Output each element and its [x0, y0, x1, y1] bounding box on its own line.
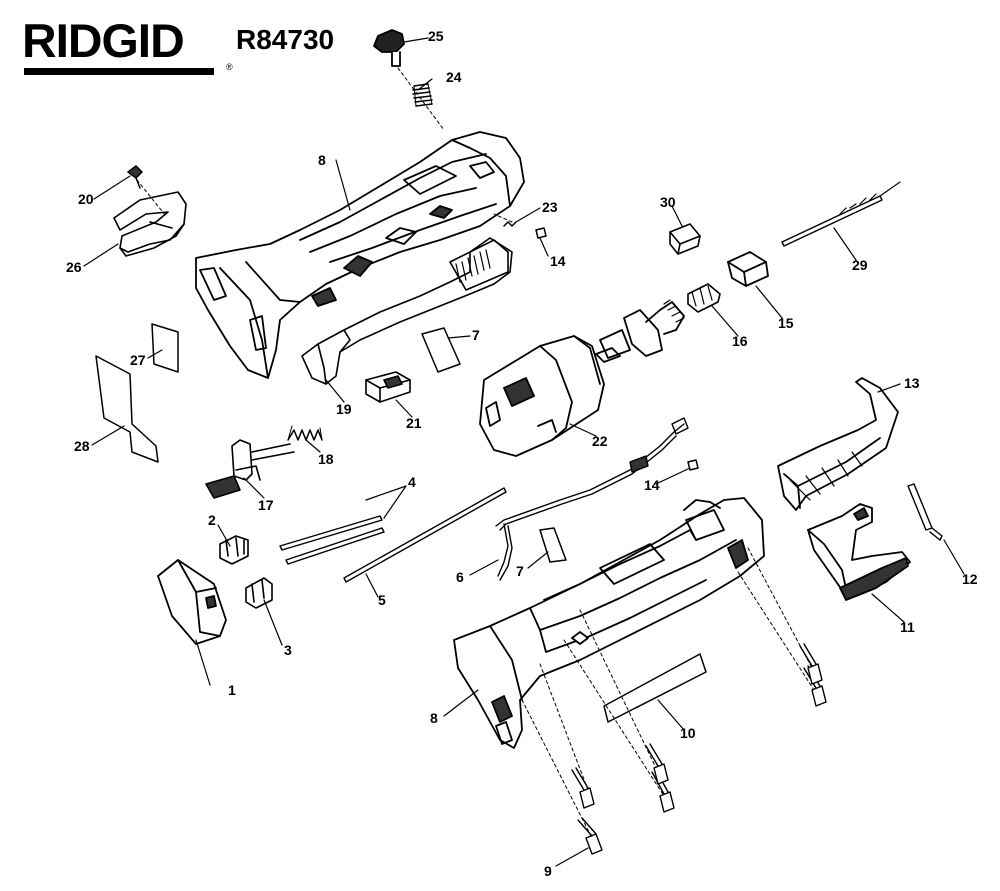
part-26-belt-clip	[113, 191, 187, 257]
part-2-terminal	[219, 535, 249, 565]
label-part-24: 24	[446, 69, 462, 85]
assembly-guide-lines	[136, 67, 815, 839]
registered-mark: ®	[226, 62, 233, 72]
part-18-spring	[287, 425, 323, 441]
label-part-22: 22	[592, 433, 608, 449]
label-part-13: 13	[904, 375, 920, 391]
label-part-17: 17	[258, 497, 274, 513]
label-part-30: 30	[660, 194, 676, 210]
part-20-screw	[127, 165, 143, 189]
label-part-15: 15	[778, 315, 794, 331]
part-25-knob	[373, 29, 405, 67]
label-part-8-lower: 8	[430, 710, 438, 726]
part-8-upper-housing	[195, 131, 525, 379]
label-part-23: 23	[542, 199, 558, 215]
brand-name: RIDGID	[22, 14, 185, 67]
part-28-label	[95, 355, 159, 463]
label-part-16: 16	[732, 333, 748, 349]
logo-underline	[24, 68, 214, 75]
part-16-collet	[687, 283, 721, 313]
part-6-wire-harness	[495, 417, 689, 581]
label-part-1: 1	[228, 682, 236, 698]
part-number-labels: 1 2 3 4 5 6 7 7 8 8 9 10 11 12 13 14 14 …	[66, 28, 978, 879]
part-30-collet-nut	[669, 223, 701, 255]
part-13-cover	[777, 377, 899, 511]
part-14-small-block-upper	[535, 227, 547, 239]
part-21-switch	[365, 371, 411, 403]
part-7-label-upper	[421, 327, 461, 373]
label-part-7-lower: 7	[516, 563, 524, 579]
part-29-bit	[781, 181, 901, 247]
label-part-11: 11	[900, 619, 915, 635]
label-part-2: 2	[208, 512, 216, 528]
label-part-14-upper: 14	[550, 253, 566, 269]
label-part-9: 9	[544, 863, 552, 879]
part-10-label	[603, 653, 707, 723]
part-12-pin	[907, 483, 943, 541]
part-15-collet-nut	[727, 251, 769, 287]
leader-lines	[83, 37, 965, 867]
label-part-26: 26	[66, 259, 82, 275]
part-4-rods	[279, 515, 385, 565]
label-part-20: 20	[78, 191, 94, 207]
label-part-21: 21	[406, 415, 422, 431]
label-part-10: 10	[680, 725, 696, 741]
label-part-6: 6	[456, 569, 464, 585]
part-27-label	[151, 323, 179, 373]
label-part-4: 4	[408, 474, 416, 490]
part-24-spring	[412, 83, 433, 107]
label-part-7-upper: 7	[472, 327, 480, 343]
label-part-5: 5	[378, 592, 386, 608]
part-11-battery-latch	[807, 503, 911, 601]
label-part-19: 19	[336, 401, 352, 417]
label-part-27: 27	[130, 352, 146, 368]
part-19-switch-carrier	[301, 237, 513, 385]
label-part-12: 12	[962, 571, 978, 587]
part-23-small-spring	[503, 221, 517, 227]
label-part-8-upper: 8	[318, 152, 326, 168]
part-9-screws	[571, 643, 827, 855]
label-part-18: 18	[318, 451, 334, 467]
part-17-lock-lever	[205, 439, 295, 499]
part-5-rod	[343, 487, 507, 583]
label-part-3: 3	[284, 642, 292, 658]
label-part-28: 28	[74, 438, 90, 454]
ridgid-logo: RIDGID ®	[22, 17, 233, 76]
part-7-label-lower	[539, 527, 567, 563]
model-number: R84730	[236, 24, 335, 55]
part-3-terminal	[245, 577, 273, 609]
part-14-small-block-lower	[687, 459, 699, 471]
part-8-lower-housing	[453, 497, 765, 749]
label-part-14-lower: 14	[644, 477, 660, 493]
label-part-29: 29	[852, 257, 868, 273]
label-part-25: 25	[428, 28, 444, 44]
part-1-terminal-block	[157, 559, 227, 645]
part-22-motor	[479, 299, 685, 457]
